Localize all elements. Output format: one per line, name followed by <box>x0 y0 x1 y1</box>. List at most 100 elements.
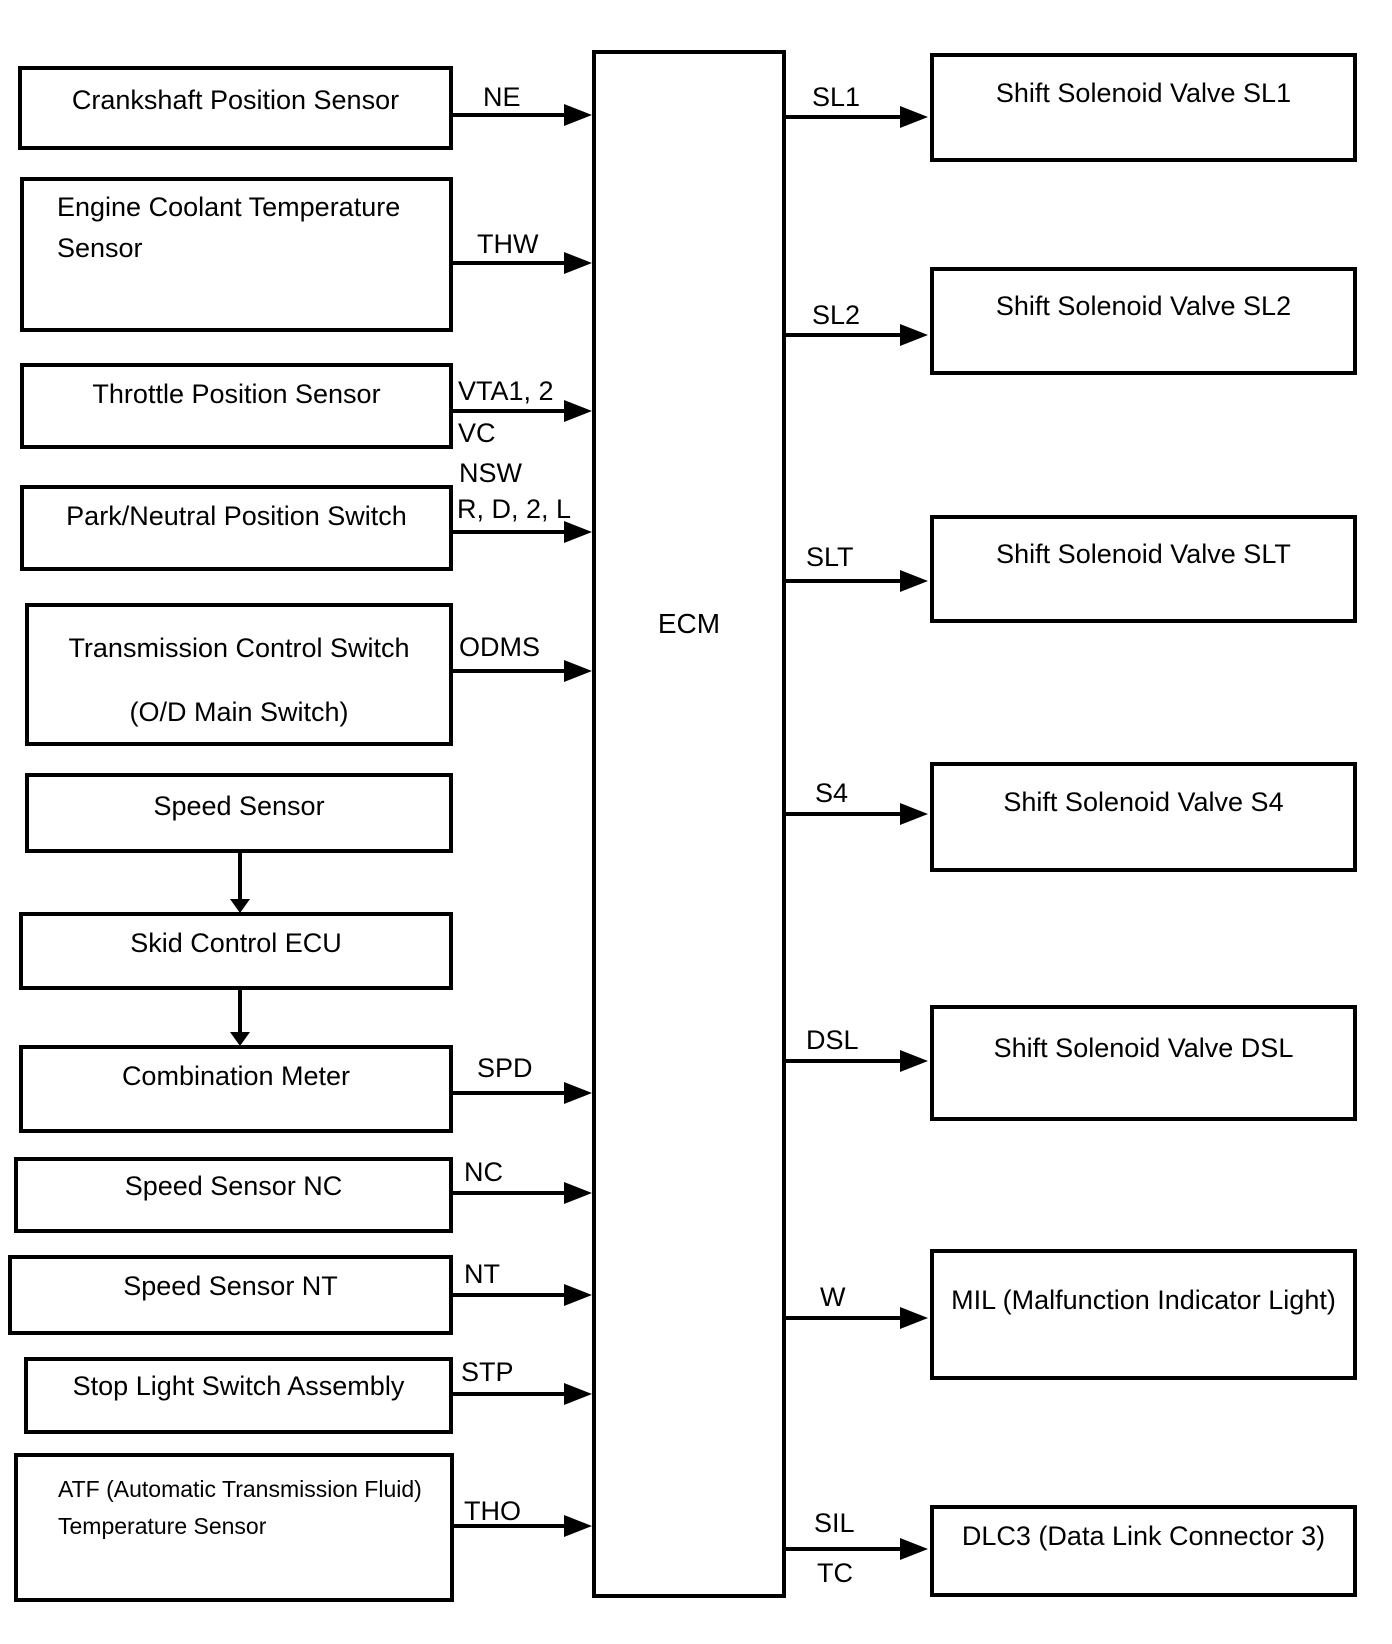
arrow-line <box>238 990 242 1032</box>
arrowhead <box>564 104 592 126</box>
input-box-label: Skid Control ECU <box>130 928 342 958</box>
arrowhead <box>564 1383 592 1405</box>
input-box-throttle-position-sensor: Throttle Position Sensor <box>20 363 453 449</box>
output-box-label: DLC3 (Data Link Connector 3) <box>961 1521 1326 1551</box>
input-box-atf-temperature-sensor: ATF (Automatic Transmission Fluid) Tempe… <box>14 1453 454 1602</box>
arrowhead <box>564 1284 592 1306</box>
arrow-line <box>238 853 242 899</box>
arrowhead <box>900 1050 928 1072</box>
input-box-label-line2: Sensor <box>57 233 143 263</box>
arrow-line <box>786 1316 900 1320</box>
input-box-speed-sensor: Speed Sensor <box>25 773 453 853</box>
input-box-speed-sensor-nc: Speed Sensor NC <box>14 1157 453 1233</box>
signal-label-thw: THW <box>477 229 539 259</box>
output-box-label: Shift Solenoid Valve DSL <box>993 1033 1294 1063</box>
arrowhead <box>900 803 928 825</box>
arrow-line <box>786 1059 900 1063</box>
input-box-label-line1: Transmission Control Switch <box>68 633 410 663</box>
arrowhead <box>900 1538 928 1560</box>
signal-label-ne: NE <box>483 82 521 112</box>
signal-label-nsw: NSW <box>459 458 522 488</box>
arrow-line <box>453 409 564 413</box>
arrowhead <box>230 899 250 913</box>
signal-label-vc: VC <box>458 418 496 448</box>
input-box-park-neutral-position-switch: Park/Neutral Position Switch <box>20 485 453 571</box>
arrowhead <box>564 252 592 274</box>
arrowhead <box>564 400 592 422</box>
input-box-skid-control-ecu: Skid Control ECU <box>19 912 453 990</box>
arrowhead <box>900 1307 928 1329</box>
signal-label-stp: STP <box>461 1357 514 1387</box>
ecm-label: ECM <box>657 608 721 639</box>
input-box-label-line2: Temperature Sensor <box>58 1513 267 1539</box>
input-box-label: Combination Meter <box>121 1061 351 1091</box>
output-box-label: Shift Solenoid Valve SLT <box>996 539 1291 569</box>
arrowhead <box>564 1182 592 1204</box>
output-box-label: Shift Solenoid Valve SL1 <box>995 77 1292 108</box>
input-box-label-line2: (O/D Main Switch) <box>129 697 349 727</box>
arrow-line <box>453 113 564 117</box>
signal-label-nt: NT <box>464 1259 500 1289</box>
signal-label-spd: SPD <box>477 1053 533 1083</box>
input-box-speed-sensor-nt: Speed Sensor NT <box>8 1255 453 1335</box>
signal-label-s4: S4 <box>815 778 849 808</box>
arrow-line <box>453 1091 564 1095</box>
arrowhead <box>564 1082 592 1104</box>
output-box-shift-solenoid-valve-sl1: Shift Solenoid Valve SL1 <box>930 53 1357 162</box>
arrow-line <box>786 812 900 816</box>
input-box-crankshaft-position-sensor: Crankshaft Position Sensor <box>18 66 453 150</box>
ecm-box: ECM <box>592 50 786 1598</box>
output-box-shift-solenoid-valve-s4: Shift Solenoid Valve S4 <box>930 762 1357 872</box>
output-box-shift-solenoid-valve-dsl: Shift Solenoid Valve DSL <box>930 1005 1357 1121</box>
arrow-line <box>453 1293 564 1297</box>
input-box-label-line1: Engine Coolant Temperature <box>57 192 401 222</box>
arrowhead <box>230 1032 250 1046</box>
input-box-engine-coolant-temperature-sensor: Engine Coolant Temperature Sensor <box>20 177 453 332</box>
input-box-label: Speed Sensor NT <box>123 1271 338 1301</box>
input-box-label: Throttle Position Sensor <box>92 379 381 409</box>
signal-label-vta12: VTA1, 2 <box>458 376 554 406</box>
arrowhead <box>900 106 928 128</box>
input-box-label: Speed Sensor <box>153 791 325 821</box>
arrow-line <box>786 333 900 337</box>
input-box-label-line1: ATF (Automatic Transmission Fluid) <box>58 1476 422 1502</box>
signal-label-odms: ODMS <box>459 632 540 662</box>
output-box-mil: MIL (Malfunction Indicator Light) <box>930 1249 1357 1380</box>
signal-label-tc: TC <box>817 1558 853 1588</box>
signal-label-rd2l: R, D, 2, L <box>457 494 572 524</box>
output-box-label: Shift Solenoid Valve SL2 <box>995 291 1292 321</box>
output-box-label: MIL (Malfunction Indicator Light) <box>951 1284 1336 1315</box>
input-box-label: Park/Neutral Position Switch <box>66 501 407 531</box>
arrow-line <box>453 1524 564 1528</box>
signal-label-slt: SLT <box>806 542 854 572</box>
arrow-line <box>786 1547 900 1551</box>
output-box-shift-solenoid-valve-slt: Shift Solenoid Valve SLT <box>930 515 1357 623</box>
input-box-label: Stop Light Switch Assembly <box>72 1371 405 1401</box>
arrowhead <box>564 521 592 543</box>
output-box-shift-solenoid-valve-sl2: Shift Solenoid Valve SL2 <box>930 267 1357 375</box>
arrowhead <box>564 1515 592 1537</box>
signal-label-sl2: SL2 <box>812 300 861 330</box>
signal-label-nc: NC <box>464 1157 503 1187</box>
arrow-line <box>786 579 900 583</box>
input-box-combination-meter: Combination Meter <box>19 1045 453 1133</box>
output-box-dlc3: DLC3 (Data Link Connector 3) <box>930 1505 1357 1597</box>
signal-label-dsl: DSL <box>806 1025 859 1055</box>
signal-label-sil: SIL <box>814 1508 855 1538</box>
signal-label-tho: THO <box>464 1496 521 1526</box>
arrowhead <box>900 570 928 592</box>
arrow-line <box>453 261 564 265</box>
arrow-line <box>453 1392 564 1396</box>
output-box-label: Shift Solenoid Valve S4 <box>1003 787 1284 817</box>
arrow-line <box>453 530 564 534</box>
input-box-label: Speed Sensor NC <box>124 1171 343 1201</box>
signal-label-sl1: SL1 <box>812 82 861 112</box>
arrowhead <box>900 324 928 346</box>
arrowhead <box>564 660 592 682</box>
input-box-stop-light-switch-assembly: Stop Light Switch Assembly <box>24 1357 453 1434</box>
arrow-line <box>453 1191 564 1195</box>
arrow-line <box>786 115 900 119</box>
signal-label-w: W <box>820 1282 846 1312</box>
input-box-label: Crankshaft Position Sensor <box>71 85 400 115</box>
